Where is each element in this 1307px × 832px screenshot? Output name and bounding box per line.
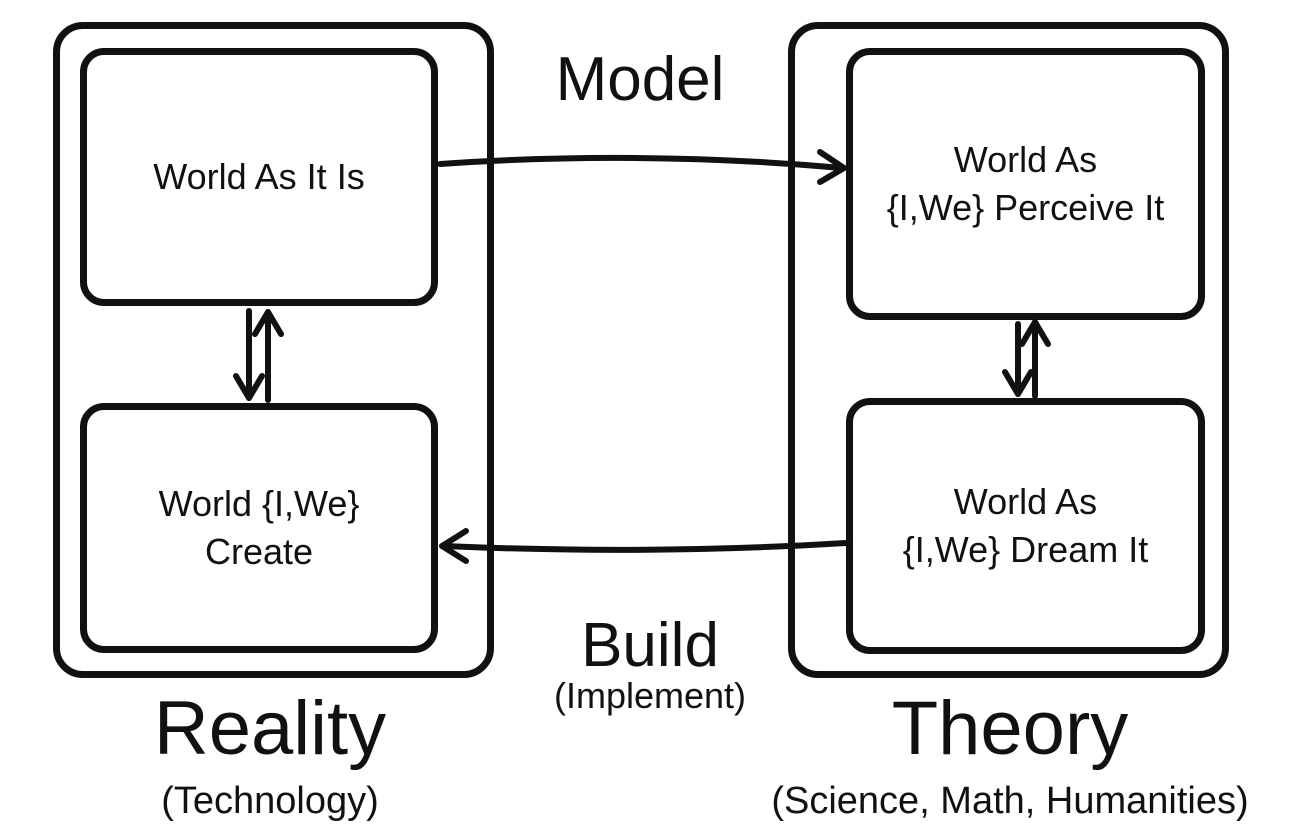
world-we-create-line2: Create — [204, 531, 314, 572]
reality-frame — [53, 22, 494, 678]
theory-down-arrowhead-icon — [1002, 369, 1034, 397]
theory-frame — [788, 22, 1229, 678]
model-arrowhead-icon — [817, 149, 847, 185]
world-dream-line1: World As — [953, 481, 1098, 522]
world-as-it-is-line1: World As It Is — [153, 156, 365, 197]
reality-up-arrowhead-icon — [252, 309, 284, 337]
world-we-create-box: World {I,We} Create — [80, 403, 438, 653]
world-perceive-line1: World As — [953, 139, 1098, 180]
model-label: Model — [555, 45, 725, 114]
reality-down-arrowhead-icon — [233, 373, 265, 401]
world-as-we-perceive-it-box: World As {I,We} Perceive It — [846, 48, 1205, 320]
world-as-we-dream-it-box: World As {I,We} Dream It — [846, 398, 1205, 654]
world-dream-line2: {I,We} Dream It — [902, 529, 1149, 570]
theory-subtitle: (Science, Math, Humanities) — [771, 780, 1249, 822]
build-sublabel: (Implement) — [553, 675, 747, 716]
build-arrow — [441, 540, 849, 553]
build-label: Build — [581, 611, 719, 680]
world-perceive-line2: {I,We} Perceive It — [886, 187, 1165, 228]
model-arrow — [437, 154, 845, 171]
theory-title: Theory — [891, 686, 1129, 771]
world-as-it-is-box: World As It Is — [80, 48, 438, 306]
reality-title: Reality — [153, 686, 387, 771]
theory-up-arrowhead-icon — [1019, 319, 1051, 347]
world-we-create-line1: World {I,We} — [158, 483, 360, 524]
reality-subtitle: (Technology) — [161, 780, 379, 822]
build-arrowhead-icon — [439, 528, 469, 564]
